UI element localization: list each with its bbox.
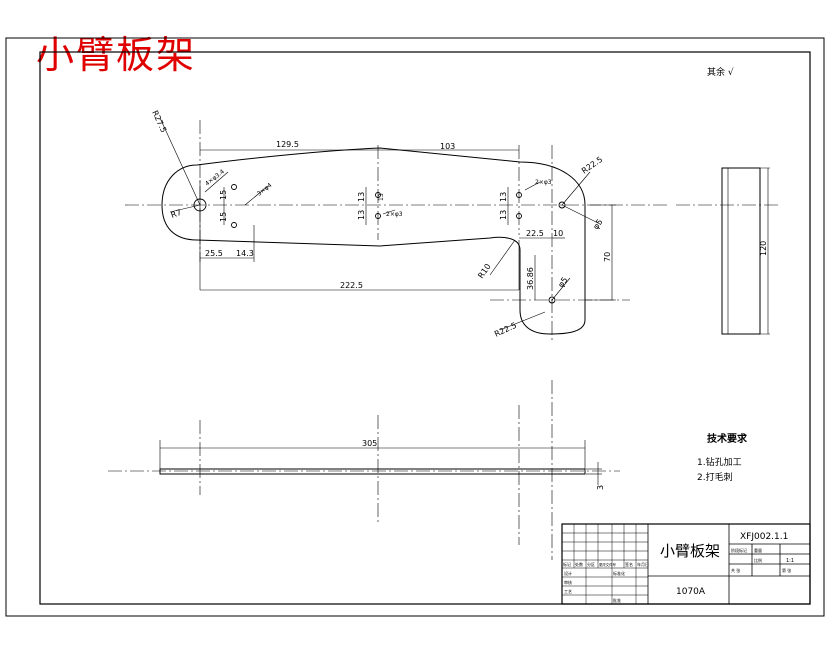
dim-13-mid-top: 13 [357,192,366,202]
dim-10: 10 [553,229,563,238]
tb-label-14: 比例 [754,557,762,563]
dim-25-5: 25.5 [205,249,223,258]
tb-drawing-number: XFJ002.1.1 [740,532,788,542]
tb-material: 1070A [676,587,706,597]
dim-305: 305 [362,439,377,448]
dim-15-bottom: 15 [219,212,228,222]
radius-10: R10 [476,262,492,280]
dim-13-mid-bottom: 13 [357,210,366,220]
radius-27-5: R27.5 [150,109,168,134]
tb-label-10: 工艺 [564,589,572,594]
hole-right-1 [516,192,522,198]
dim-70: 70 [603,252,612,262]
tech-item-2: 2.打毛刺 [697,471,733,483]
tb-label-15: 共 张 [731,567,740,573]
hole-right-2 [516,213,522,219]
tb-labels: 标记 处数 分区 更改文件号 签名 年月日 设计 标准化 审核 工艺 批准 阶段… [563,547,791,603]
holes-2x3-mid: 2×φ3 [386,211,403,218]
hole-left-1 [231,184,237,190]
dim-103: 103 [440,142,455,151]
tb-label-1: 标记 [563,561,571,567]
tb-label-12: 阶段标记 [731,547,747,553]
tb-label-16: 第 张 [782,567,791,573]
title-block [561,523,811,605]
surface-note: 其余 √ [707,66,734,78]
dim-14-3: 14.3 [236,249,254,258]
tb-label-7: 设计 [564,570,572,576]
holes-4x3-4: 4×φ3.4 [204,168,226,187]
centre-lines [125,120,780,340]
holes [193,184,566,304]
dim-36-86: 36.86 [526,267,535,290]
dim-3: 3 [596,485,605,490]
dimension-lines [159,117,616,331]
tech-item-1: 1.钻孔加工 [697,456,742,468]
plate-outline [161,147,586,335]
hole-pivot-top [558,201,566,209]
hole-left-2 [231,222,237,228]
tb-label-3: 分区 [587,561,595,567]
phi-5-top: φ5 [591,217,604,231]
tb-label-8: 标准化 [613,570,625,576]
tech-heading: 技术要求 [707,432,748,445]
tb-label-6: 年月日 [637,561,649,567]
tb-label-2: 处数 [575,561,583,567]
hole-pivot-bottom [548,296,556,304]
radius-7: R7 [170,208,183,220]
dim-22-5: 22.5 [526,229,544,238]
outer-frame [5,37,825,617]
drawing-title-overlay: 小臂板架 [36,33,197,77]
holes-2x3-right: 2×φ3 [535,179,552,186]
tb-part-name: 小臂板架 [660,542,720,560]
tb-label-4: 更改文件号 [599,562,617,567]
tb-scale: 1:1 [786,558,794,564]
dim-13-mid-small: 13 [378,193,385,201]
radius-22-5-bottom: R22.5 [493,321,518,339]
dim-15-top: 15 [219,190,228,200]
dimension-texts: 129.5 103 25.5 14.3 222.5 22.5 10 70 36.… [150,109,612,339]
holes-3x4: 3×φ4 [256,182,274,198]
tb-label-11: 批准 [613,597,621,603]
inner-frame [39,51,811,605]
dim-13-right-bottom: 13 [499,210,508,220]
radius-22-5-top: R22.5 [580,155,604,176]
tb-label-9: 审核 [564,579,572,585]
dim-120: 120 [759,241,768,256]
dim-13-right-top: 13 [499,192,508,202]
side-view [721,167,770,335]
phi-5-bottom: φ5 [556,275,569,289]
hole-mid-1 [375,192,381,198]
dim-129-5: 129.5 [276,140,299,149]
tb-label-13: 重量 [754,547,762,553]
hole-mid-2 [375,213,381,219]
edge-view [108,380,620,560]
tb-label-5: 签名 [625,561,633,567]
dim-222-5: 222.5 [340,281,363,290]
